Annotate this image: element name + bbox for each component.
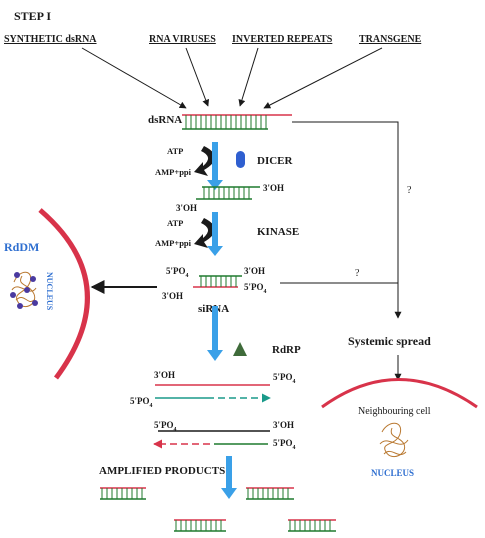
blue-process-arrow-1 xyxy=(212,142,218,182)
dsrna-duplex xyxy=(182,114,292,130)
amp-5po-left: 5'PO4 xyxy=(130,396,153,409)
nucleus-membrane-arc xyxy=(38,208,90,380)
source-rna-viruses: RNA VIRUSES xyxy=(149,34,216,45)
arrow-synthetic-to-dsrna xyxy=(81,47,187,109)
arrow-repeats-to-dsrna xyxy=(238,47,259,107)
rdrp-label: RdRP xyxy=(272,344,301,356)
question-mark-upper: ? xyxy=(407,185,412,196)
curved-atp-arrow-icon-2 xyxy=(194,218,215,248)
sirna-5po-bottom: 5'PO4 xyxy=(244,282,267,295)
curved-atp-arrow-icon xyxy=(194,146,215,176)
sirna-3oh-bottom: 3'OH xyxy=(162,291,183,301)
dsrna-label: dsRNA xyxy=(148,114,182,126)
rddm-title: RdDM xyxy=(4,240,39,254)
amp-5po-left-2: 5'PO4 xyxy=(154,420,177,433)
blue-process-arrow-4 xyxy=(226,456,232,490)
sirna-duplex xyxy=(193,275,242,288)
dicer-amp: AMP+ppi xyxy=(155,167,192,177)
dicer-atp: ATP xyxy=(167,146,183,156)
neighbour-cell-membrane xyxy=(321,378,478,409)
product-duplex-1 xyxy=(100,487,146,500)
amp-5po-right: 5'PO4 xyxy=(273,438,296,451)
neighbour-cell-label: Neighbouring cell xyxy=(358,406,431,417)
chromatin-icon xyxy=(10,271,38,309)
blue-process-arrow-3 xyxy=(212,306,218,352)
arrow-transgene-to-dsrna xyxy=(263,47,383,109)
diced-3oh-top: 3'OH xyxy=(263,183,284,193)
rdrp-triangle-icon xyxy=(233,342,247,356)
product-duplex-3 xyxy=(174,519,226,532)
neighbour-nucleus-label: NUCLEUS xyxy=(371,468,414,478)
rddm-nucleus-label: NUCLEUS xyxy=(45,272,54,311)
arrow-virus-to-dsrna xyxy=(185,47,210,107)
amp-3oh-top: 3'OH xyxy=(154,370,175,380)
kinase-label: KINASE xyxy=(257,226,299,238)
product-duplex-2 xyxy=(246,487,294,500)
product-duplex-4 xyxy=(288,519,336,532)
step-title: STEP I xyxy=(14,9,51,23)
arrow-dsrna-to-systemic xyxy=(292,121,402,319)
dicer-label: DICER xyxy=(257,155,294,167)
amplified-products-label: AMPLIFIED PRODUCTS xyxy=(99,465,225,477)
question-mark-lower: ? xyxy=(355,268,360,279)
systemic-spread-label: Systemic spread xyxy=(348,334,431,348)
amp-3oh-right: 3'OH xyxy=(273,420,294,430)
source-synthetic-dsrna: SYNTHETIC dsRNA xyxy=(4,34,97,45)
neighbour-chromatin-icon xyxy=(379,422,409,457)
source-inverted-repeats: INVERTED REPEATS xyxy=(232,34,333,45)
kinase-amp: AMP+ppi xyxy=(155,238,192,248)
blue-process-arrow-2 xyxy=(212,212,218,248)
dicer-capsule-icon xyxy=(236,151,245,168)
diced-3oh-bottom: 3'OH xyxy=(176,203,197,213)
diced-duplex xyxy=(196,186,260,200)
sirna-3oh-top: 3'OH xyxy=(244,266,265,276)
amp-5po-top: 5'PO4 xyxy=(273,372,296,385)
source-transgene: TRANSGENE xyxy=(359,34,422,45)
kinase-atp: ATP xyxy=(167,218,183,228)
sirna-5po-top: 5'PO4 xyxy=(166,266,189,279)
